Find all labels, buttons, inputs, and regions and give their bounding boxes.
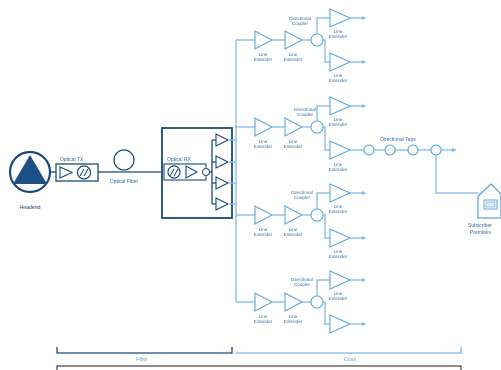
fiber-bracket xyxy=(56,347,233,354)
optical-tx-label: Optical TX xyxy=(60,157,84,163)
fiber-segment-label: Fiber xyxy=(136,357,148,363)
line-extender-amp xyxy=(329,140,352,160)
directional-tap xyxy=(363,144,375,156)
line-extender-amp xyxy=(329,52,352,72)
directional-coupler xyxy=(310,120,324,134)
line-extender-amp xyxy=(254,117,274,137)
headend: Headend xyxy=(8,150,52,211)
optical-fiber-spool: Optical Fiber xyxy=(110,149,139,185)
coax-trunk xyxy=(228,40,237,302)
line-extender-amp xyxy=(329,228,352,248)
line-extender-amp xyxy=(329,270,352,290)
line-extender-amp xyxy=(329,183,352,203)
directional-coupler xyxy=(310,33,324,47)
directional-tap xyxy=(407,144,419,156)
line-extender-amp xyxy=(329,96,352,116)
line-extender-amp xyxy=(284,292,304,312)
optical-rx-node: Optical RX xyxy=(161,127,233,219)
coax-bracket xyxy=(236,347,462,354)
line-extender-amp xyxy=(284,205,304,225)
directional-tap xyxy=(384,144,396,156)
overall-bracket xyxy=(56,365,462,370)
optical-rx-label: Optical RX xyxy=(167,157,192,163)
directional-taps-label: Directional Taps xyxy=(380,137,416,143)
optical-tx: Optical TX xyxy=(55,157,99,182)
segment-brackets: Fiber Coax xyxy=(56,347,462,370)
line-extender-amp xyxy=(254,205,274,225)
line-extender-amp xyxy=(254,30,274,50)
line-extender-amp xyxy=(329,8,352,28)
directional-tap xyxy=(430,144,442,156)
directional-coupler xyxy=(310,295,324,309)
optical-fiber-label: Optical Fiber xyxy=(110,179,139,185)
directional-coupler xyxy=(310,208,324,222)
headend-label: Headend xyxy=(19,205,40,211)
line-extender-amp xyxy=(284,117,304,137)
coax-segment-label: Coax xyxy=(344,357,357,363)
line-extender-amp xyxy=(329,314,352,334)
line-extender-amp xyxy=(254,292,274,312)
line-extender-amp xyxy=(284,30,304,50)
